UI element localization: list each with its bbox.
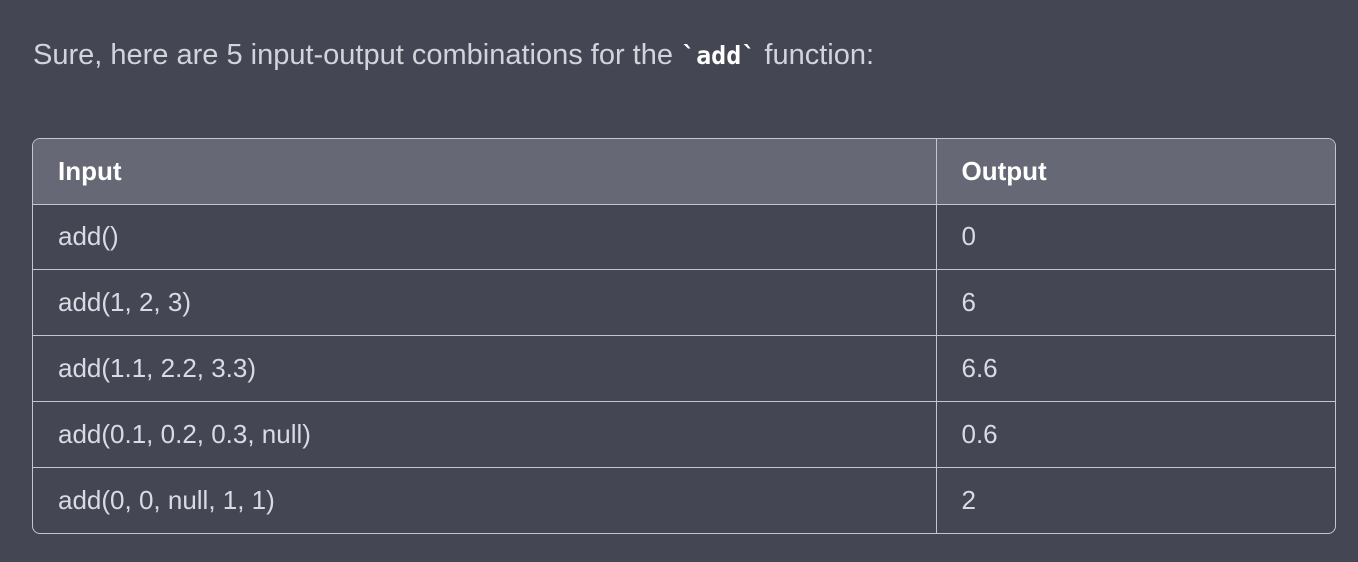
header-output: Output — [935, 139, 1335, 205]
results-table-container: Input Output add() 0 add(1, 2, 3) 6 add(… — [32, 138, 1336, 534]
table-row: add(0, 0, null, 1, 1) 2 — [33, 467, 1335, 533]
cell-input: add(1.1, 2.2, 3.3) — [33, 335, 936, 402]
cell-output: 6 — [935, 269, 1335, 337]
table-row: add() 0 — [33, 204, 1335, 271]
header-input: Input — [33, 139, 936, 205]
cell-output: 0 — [935, 204, 1335, 271]
inline-code-add: `add` — [681, 41, 757, 70]
table-row: add(1, 2, 3) 6 — [33, 269, 1335, 337]
cell-input: add(0, 0, null, 1, 1) — [58, 484, 275, 515]
cell-output: 0.6 — [935, 401, 1335, 468]
table-row: add(0.1, 0.2, 0.3, null) 0.6 — [33, 401, 1335, 468]
cell-input: add() — [33, 204, 936, 271]
intro-text: Sure, here are 5 input-output combinatio… — [33, 34, 874, 77]
table-row: add(1.1, 2.2, 3.3) 6.6 — [33, 335, 1335, 402]
intro-suffix: function: — [756, 39, 875, 71]
table-header-row: Input Output — [33, 139, 1335, 205]
cell-output: 2 — [935, 467, 1335, 533]
cell-input: add(1, 2, 3) — [33, 269, 936, 337]
results-table: Input Output add() 0 add(1, 2, 3) 6 add(… — [33, 139, 1335, 533]
intro-prefix: Sure, here are 5 input-output combinatio… — [33, 39, 682, 71]
cell-input: add(0.1, 0.2, 0.3, null) — [33, 401, 936, 468]
cell-output: 6.6 — [935, 335, 1335, 402]
